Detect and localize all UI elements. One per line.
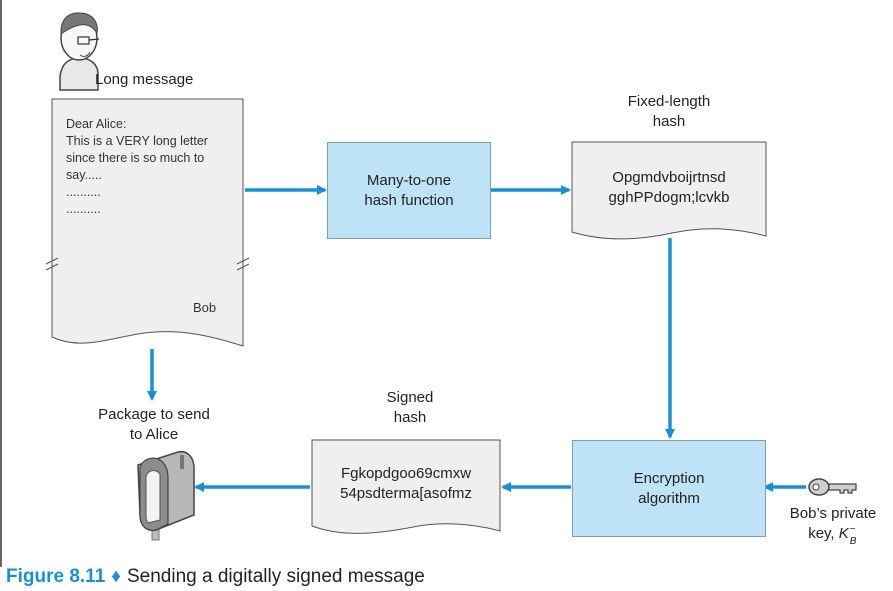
letter-body: Dear Alice: This is a VERY long letter s… [66, 116, 241, 218]
person-icon [59, 12, 100, 91]
encryption-line: Encryption [633, 469, 705, 487]
caption-text: Sending a digitally signed message [126, 566, 425, 587]
fixed-hash-paper [571, 141, 767, 240]
letter-signature: Bob [193, 300, 217, 315]
package-label: Package to send to Alice [72, 405, 236, 445]
long-message-paper [51, 98, 244, 347]
hash-function-box: Many-to-one hash function [327, 142, 491, 239]
encryption-line: algorithm [638, 489, 700, 507]
hash-function-line: hash function [364, 191, 454, 209]
signed-hash-value: Fgkopdgoo69cmxw 54psdterma[asofmz [312, 464, 500, 504]
letter-line: This is a VERY long letter [66, 134, 208, 148]
page-left-rule [0, 0, 2, 567]
hash-function-line: Many-to-one [366, 171, 452, 189]
key-icon [808, 478, 857, 496]
letter-line: say..... [66, 168, 102, 182]
private-key-superscript: − [849, 524, 856, 535]
signed-hash-title: Signed hash [350, 388, 470, 428]
fixed-hash-title: Fixed-length hash [595, 92, 743, 132]
private-key-label: Bob’s private key, K−B [772, 504, 893, 547]
private-key-line: Bob’s private [789, 505, 877, 522]
package-label-line: Package to send [98, 406, 210, 423]
encryption-box: Encryption algorithm [572, 440, 766, 537]
caption-separator: ♦ [111, 566, 121, 587]
long-message-label: Long message [95, 71, 194, 88]
caption-figure-number: Figure 8.11 [6, 566, 106, 587]
private-key-line: key, [808, 525, 839, 542]
fixed-hash-value-line: gghPPdogm;lcvkb [608, 189, 730, 206]
private-key-subscript: B [849, 536, 857, 547]
signed-hash-title-line: Signed [386, 389, 434, 406]
letter-line: .......... [66, 185, 101, 199]
fixed-hash-value-line: Opgmdvboijrtnsd [612, 169, 726, 186]
signed-hash-value-line: Fgkopdgoo69cmxw [340, 465, 472, 482]
letter-line: Dear Alice: [66, 117, 127, 131]
fixed-hash-title-line: Fixed-length [627, 93, 711, 110]
mailbox-icon [137, 450, 195, 541]
private-key-symbol: K [838, 525, 849, 542]
fixed-hash-title-line: hash [652, 113, 686, 130]
paper-break-marks [45, 257, 250, 271]
figure-caption: Figure 8.11♦Sending a digitally signed m… [6, 566, 425, 588]
signed-hash-title-line: hash [393, 409, 427, 426]
package-label-line: to Alice [129, 426, 179, 443]
signed-hash-value-line: 54psdterma[asofmz [340, 485, 472, 502]
fixed-hash-value: Opgmdvboijrtnsd gghPPdogm;lcvkb [572, 168, 766, 208]
letter-line: since there is so much to [66, 151, 205, 165]
signed-hash-paper [311, 439, 501, 534]
letter-line: .......... [66, 202, 101, 216]
